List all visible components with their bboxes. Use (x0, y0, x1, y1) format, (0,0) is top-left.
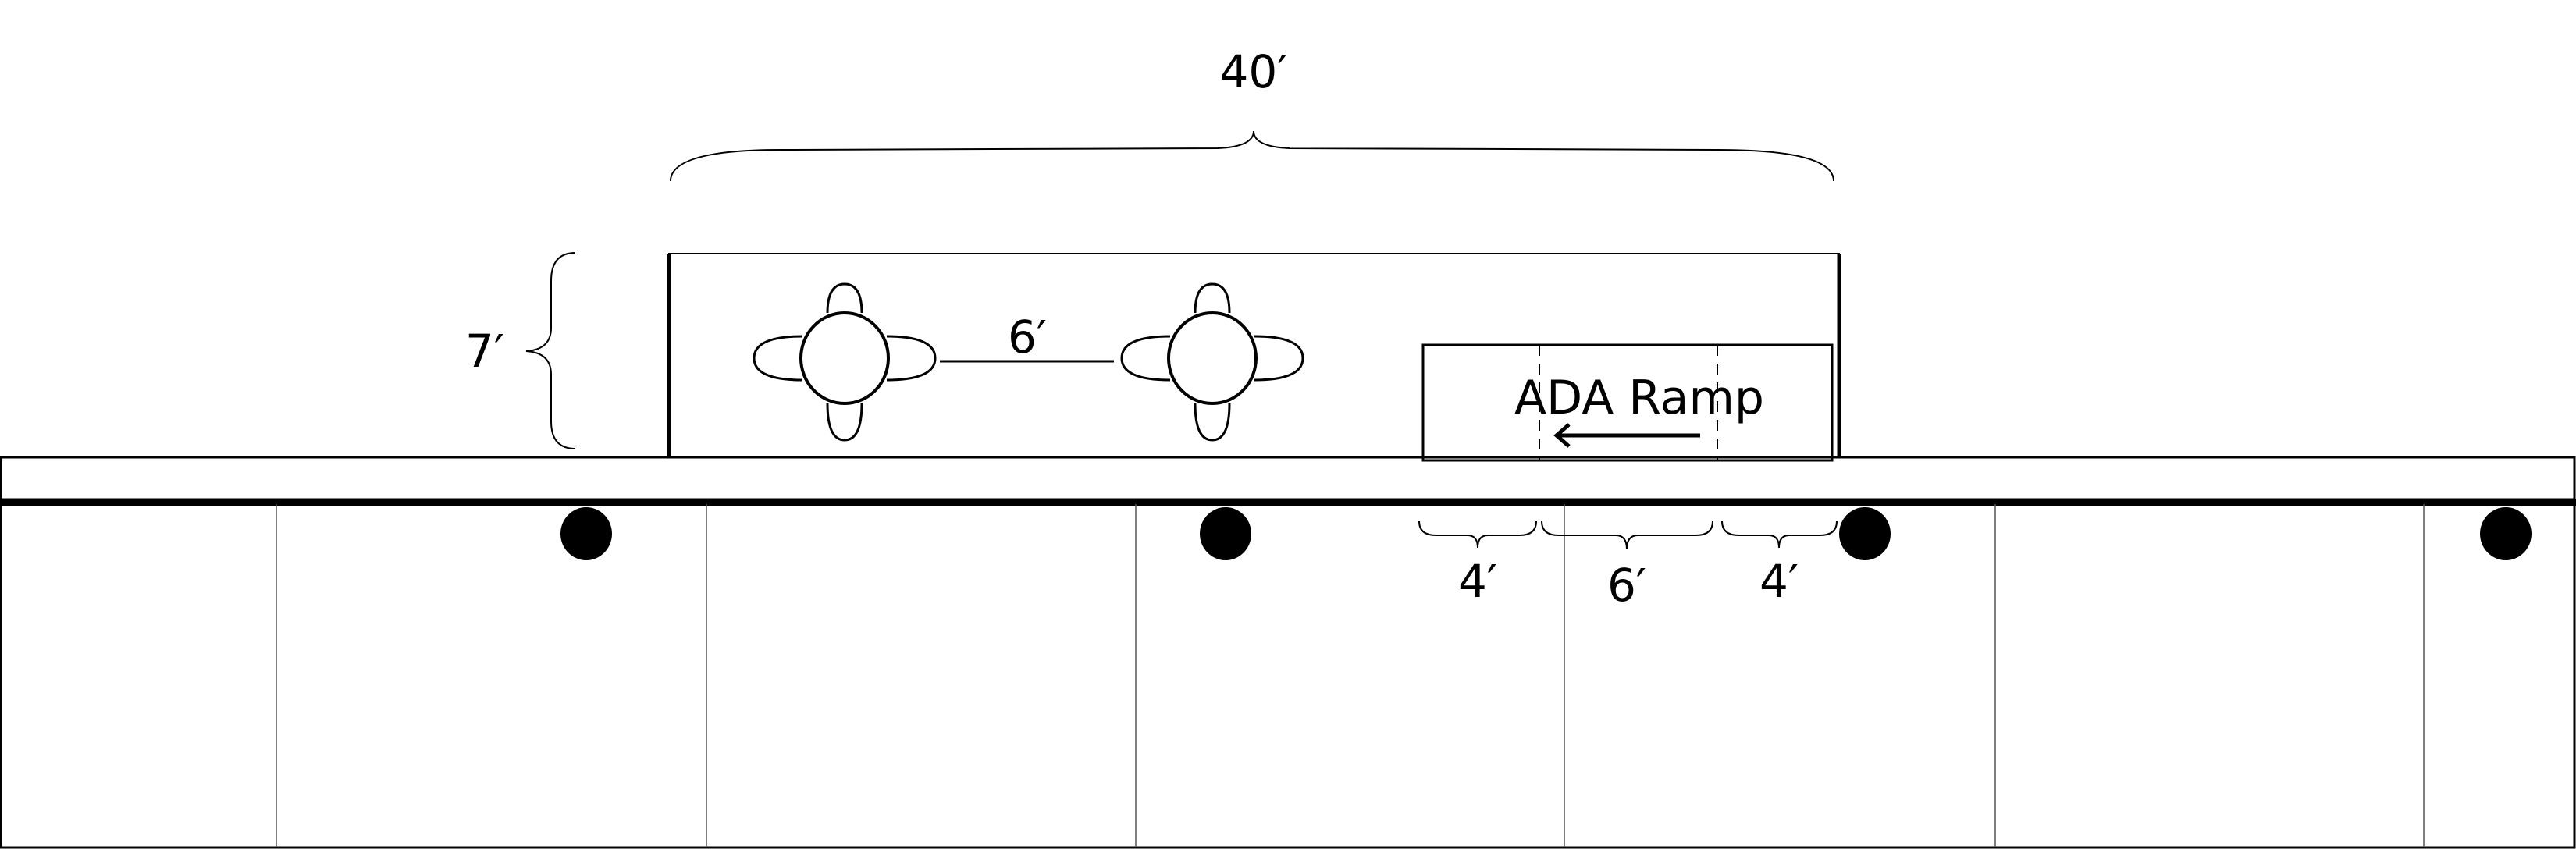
chair-left-icon (753, 335, 803, 382)
length-brace (670, 130, 1834, 182)
parking-stall-lines (276, 504, 2425, 847)
tables (753, 282, 1304, 442)
chair-bottom-icon (1194, 403, 1231, 442)
chair-top-icon (826, 282, 863, 314)
ramp-run-label: 6′ (1607, 559, 1646, 612)
table-with-chairs (1120, 282, 1304, 442)
bollard-icon (560, 507, 612, 560)
bollards (560, 507, 2532, 560)
chair-left-icon (1120, 335, 1171, 382)
round-table-icon (1167, 311, 1258, 405)
curb-band (0, 456, 2576, 501)
left-landing-label: 4′ (1458, 555, 1497, 608)
bollard-icon (1839, 507, 1891, 560)
depth-label: 7′ (465, 325, 504, 378)
depth-brace (525, 252, 576, 449)
length-label: 40′ (1220, 45, 1288, 98)
ramp-direction-arrow-icon (1553, 423, 1700, 448)
chair-bottom-icon (826, 403, 863, 442)
right-landing-brace (1721, 520, 1838, 549)
ramp-run-brace (1541, 520, 1713, 550)
ada-ramp (1421, 343, 1834, 462)
table-spacing-label: 6′ (1008, 311, 1047, 364)
parking-lane (0, 501, 2576, 849)
left-landing-brace (1418, 520, 1537, 549)
table-with-chairs (753, 282, 937, 442)
chair-right-icon (886, 335, 937, 382)
bollard-icon (2480, 507, 2532, 560)
chair-top-icon (1194, 282, 1231, 314)
bollard-icon (1200, 507, 1251, 560)
ramp-label: ADA Ramp (1514, 371, 1764, 425)
round-table-icon (799, 311, 890, 405)
right-landing-label: 4′ (1759, 555, 1799, 608)
chair-right-icon (1254, 335, 1304, 382)
